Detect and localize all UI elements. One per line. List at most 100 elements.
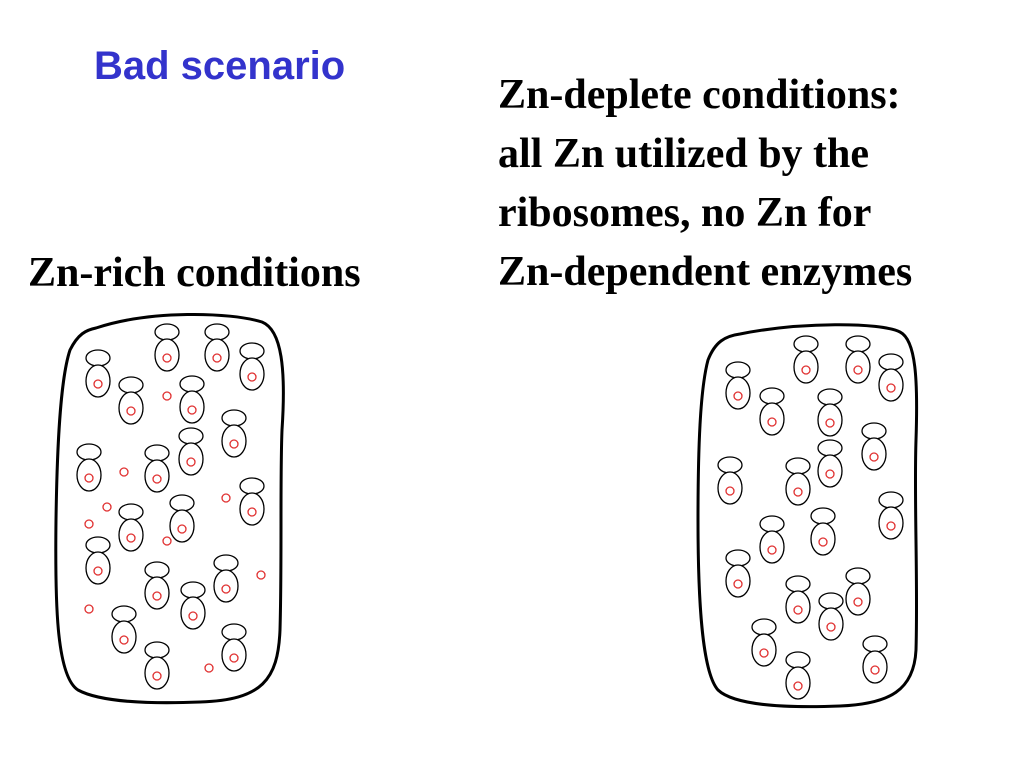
zn-ion bbox=[221, 584, 231, 594]
zn-ion bbox=[825, 469, 835, 479]
ribosome-with-zn bbox=[213, 554, 239, 603]
small-subunit bbox=[878, 491, 904, 509]
free-zn-ion bbox=[221, 493, 231, 503]
large-subunit bbox=[239, 492, 265, 526]
small-subunit bbox=[213, 554, 239, 572]
zn-rich-cell bbox=[54, 312, 285, 705]
ribosome-with-zn bbox=[111, 605, 137, 654]
free-zn-ion bbox=[162, 391, 172, 401]
ribosome-with-zn bbox=[751, 618, 777, 667]
free-zn-ion bbox=[119, 467, 129, 477]
large-subunit bbox=[759, 530, 785, 564]
large-subunit bbox=[85, 364, 111, 398]
large-subunit bbox=[221, 424, 247, 458]
large-subunit bbox=[144, 656, 170, 690]
large-subunit bbox=[810, 522, 836, 556]
ribosome-with-zn bbox=[221, 623, 247, 672]
small-subunit bbox=[239, 342, 265, 360]
large-subunit bbox=[878, 506, 904, 540]
zn-ion bbox=[759, 648, 769, 658]
large-subunit bbox=[204, 338, 230, 372]
large-subunit bbox=[861, 437, 887, 471]
small-subunit bbox=[118, 503, 144, 521]
small-subunit bbox=[118, 376, 144, 394]
ribosome-with-zn bbox=[178, 427, 204, 476]
large-subunit bbox=[76, 458, 102, 492]
zn-ion bbox=[767, 545, 777, 555]
ribosome-with-zn bbox=[725, 549, 751, 598]
ribosome-with-zn bbox=[785, 457, 811, 506]
slide-title: Bad scenario bbox=[94, 44, 346, 88]
zn-deplete-cell bbox=[696, 323, 919, 709]
zn-ion bbox=[162, 353, 172, 363]
small-subunit bbox=[717, 456, 743, 474]
zn-ion bbox=[93, 566, 103, 576]
large-subunit bbox=[785, 666, 811, 700]
zn-ion bbox=[247, 372, 257, 382]
ribosome-with-zn bbox=[817, 388, 843, 437]
free-zn-ion bbox=[84, 519, 94, 529]
ribosome-with-zn bbox=[759, 387, 785, 436]
large-subunit bbox=[144, 576, 170, 610]
small-subunit bbox=[154, 323, 180, 341]
small-subunit bbox=[845, 567, 871, 585]
small-subunit bbox=[204, 323, 230, 341]
zn-rich-label: Zn-rich conditions bbox=[28, 250, 361, 296]
ribosome-with-zn bbox=[818, 592, 844, 641]
cell-membrane bbox=[696, 323, 919, 709]
large-subunit bbox=[725, 376, 751, 410]
zn-ion bbox=[93, 379, 103, 389]
large-subunit bbox=[818, 607, 844, 641]
small-subunit bbox=[169, 494, 195, 512]
zn-ion bbox=[869, 452, 879, 462]
zn-ion bbox=[186, 457, 196, 467]
zn-ion bbox=[188, 611, 198, 621]
free-zn-ion bbox=[162, 536, 172, 546]
zn-ion bbox=[725, 486, 735, 496]
large-subunit bbox=[154, 338, 180, 372]
zn-ion bbox=[126, 406, 136, 416]
large-subunit bbox=[817, 454, 843, 488]
zn-ion bbox=[853, 365, 863, 375]
deplete-line-2: all Zn utilized by the bbox=[498, 131, 870, 177]
deplete-line-3: ribosomes, no Zn for bbox=[498, 190, 872, 236]
small-subunit bbox=[221, 623, 247, 641]
large-subunit bbox=[845, 350, 871, 384]
zn-ion bbox=[853, 597, 863, 607]
zn-ion bbox=[187, 405, 197, 415]
zn-ion bbox=[793, 605, 803, 615]
small-subunit bbox=[725, 361, 751, 379]
deplete-line-4: Zn-dependent enzymes bbox=[498, 249, 913, 295]
small-subunit bbox=[111, 605, 137, 623]
ribosome-with-zn bbox=[717, 456, 743, 505]
small-subunit bbox=[862, 635, 888, 653]
ribosome-with-zn bbox=[845, 335, 871, 384]
small-subunit bbox=[725, 549, 751, 567]
large-subunit bbox=[118, 391, 144, 425]
ribosome-with-zn bbox=[118, 376, 144, 425]
small-subunit bbox=[817, 388, 843, 406]
small-subunit bbox=[221, 409, 247, 427]
ribosome-with-zn bbox=[810, 507, 836, 556]
zn-ion bbox=[152, 671, 162, 681]
large-subunit bbox=[751, 633, 777, 667]
small-subunit bbox=[85, 349, 111, 367]
zn-ion bbox=[212, 353, 222, 363]
ribosome-with-zn bbox=[204, 323, 230, 372]
zn-ion bbox=[886, 521, 896, 531]
small-subunit bbox=[845, 335, 871, 353]
zn-ion bbox=[767, 417, 777, 427]
small-subunit bbox=[180, 581, 206, 599]
zn-ion bbox=[119, 635, 129, 645]
ribosome-with-zn bbox=[221, 409, 247, 458]
zn-ion bbox=[229, 653, 239, 663]
ribosome-with-zn bbox=[861, 422, 887, 471]
small-subunit bbox=[759, 387, 785, 405]
zn-ion bbox=[818, 537, 828, 547]
large-subunit bbox=[845, 582, 871, 616]
ribosome-with-zn bbox=[144, 444, 170, 493]
cell-membrane bbox=[54, 312, 285, 705]
zn-ion bbox=[152, 474, 162, 484]
ribosome-with-zn bbox=[878, 491, 904, 540]
